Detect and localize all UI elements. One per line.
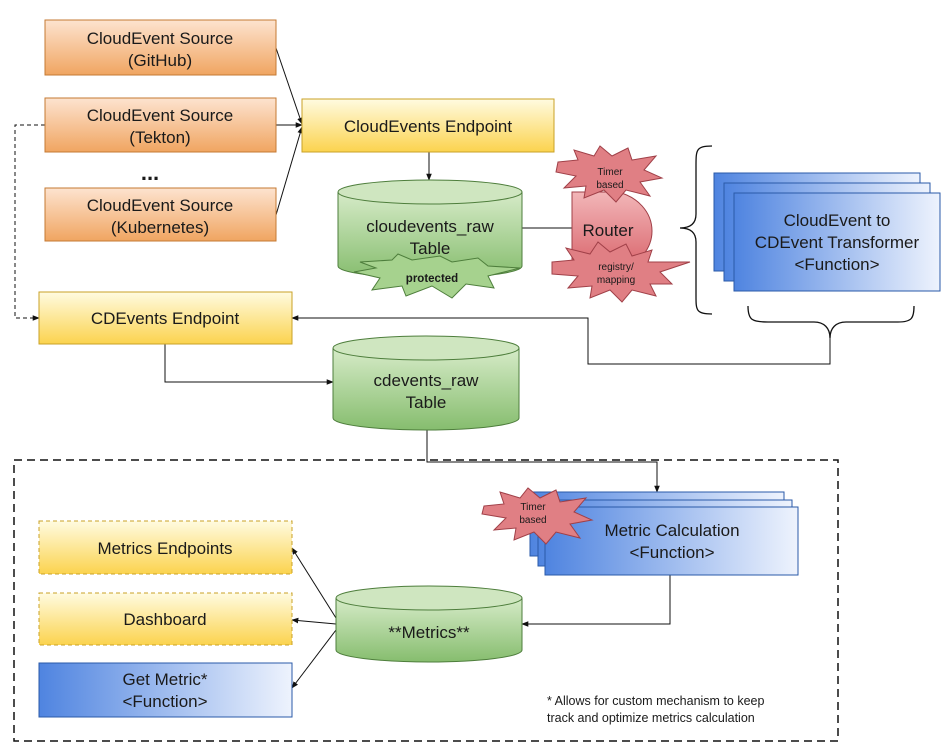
source-kubernetes: CloudEvent Source (Kubernetes) xyxy=(44,187,277,242)
router-timer-burst: Timer based xyxy=(555,145,664,203)
metric-calc-timer-line1: Timer xyxy=(520,502,546,513)
arrow-metrics-to-dashboard xyxy=(291,617,337,625)
source-kubernetes-subtitle: (Kubernetes) xyxy=(111,218,209,237)
protected-badge-label: protected xyxy=(406,273,458,285)
cdevents-endpoint-label: CDEvents Endpoint xyxy=(91,309,240,328)
metrics-region-border xyxy=(13,459,839,742)
metrics-endpoints: Metrics Endpoints xyxy=(38,520,293,575)
cdevents-raw-subtitle: Table xyxy=(406,393,447,412)
dashed-tekton-to-cdevents-endpoint xyxy=(14,124,45,321)
source-tekton: CloudEvent Source (Tekton) xyxy=(44,97,277,153)
metrics-table-label: **Metrics** xyxy=(388,623,470,642)
transformer-left-brace xyxy=(679,145,713,315)
transformer-bottom-brace xyxy=(747,305,915,339)
arrow-cdevents-raw-to-metric-calc xyxy=(426,430,660,493)
transformer-line2: CDEvent Transformer xyxy=(755,233,920,252)
transformer-line1: CloudEvent to xyxy=(784,211,891,230)
router-label: Router xyxy=(582,221,633,240)
router-registry-line2: mapping xyxy=(597,275,635,286)
source-github-title: CloudEvent Source xyxy=(87,29,233,48)
arrow-cdevents-endpoint-to-cdevents-raw xyxy=(164,344,334,385)
router-timer-line1: Timer xyxy=(597,167,623,178)
cloudevents-endpoint-label: CloudEvents Endpoint xyxy=(344,117,513,136)
metric-calc-timer-burst: Timer based xyxy=(481,487,594,545)
connectors xyxy=(14,47,831,689)
metrics-table: **Metrics** xyxy=(335,585,523,663)
cdevents-endpoint: CDEvents Endpoint xyxy=(38,291,293,345)
dashboard-label: Dashboard xyxy=(123,610,206,629)
get-metric-function: Get Metric* <Function> xyxy=(38,662,293,718)
get-metric-line1: Get Metric* xyxy=(122,670,207,689)
arrow-github-to-cloudevents-endpoint xyxy=(275,47,303,125)
cdevents-raw-table: cdevents_raw Table xyxy=(332,335,520,431)
source-kubernetes-title: CloudEvent Source xyxy=(87,196,233,215)
router-registry-line1: registry/ xyxy=(598,262,634,273)
footnote-line2: track and optimize metrics calculation xyxy=(547,711,755,725)
arrow-transformer-to-cdevents-endpoint xyxy=(291,315,831,365)
metric-calc-line1: Metric Calculation xyxy=(604,521,739,540)
get-metric-line2: <Function> xyxy=(122,692,207,711)
cloudevents-raw-title: cloudevents_raw xyxy=(366,217,494,236)
router-timer-line2: based xyxy=(596,180,623,191)
arrow-metrics-to-metrics-endpoints xyxy=(291,547,337,619)
cdevents-raw-title: cdevents_raw xyxy=(374,371,480,390)
metric-calc-timer-line2: based xyxy=(519,515,546,526)
metric-calc-line2: <Function> xyxy=(629,543,714,562)
protected-badge: protected xyxy=(353,253,521,299)
arrow-kubernetes-to-cloudevents-endpoint xyxy=(275,126,303,216)
metrics-endpoints-label: Metrics Endpoints xyxy=(97,539,232,558)
sources-ellipsis: ... xyxy=(141,160,159,185)
cloudevents-endpoint: CloudEvents Endpoint xyxy=(301,98,555,153)
dashboard: Dashboard xyxy=(38,592,293,646)
source-tekton-subtitle: (Tekton) xyxy=(129,128,190,147)
cloudevents-raw-subtitle: Table xyxy=(410,239,451,258)
cloudevents-raw-table: cloudevents_raw Table xyxy=(337,179,523,279)
source-github: CloudEvent Source (GitHub) xyxy=(44,19,277,76)
footnote-line1: * Allows for custom mechanism to keep xyxy=(547,694,764,708)
arrow-metric-calc-to-metrics xyxy=(521,575,671,627)
arrow-metrics-to-get-metric xyxy=(291,629,337,689)
router-registry-burst: registry/ mapping xyxy=(551,241,691,303)
transformer-line3: <Function> xyxy=(794,255,879,274)
source-github-subtitle: (GitHub) xyxy=(128,51,192,70)
source-tekton-title: CloudEvent Source xyxy=(87,106,233,125)
transformer-stack: CloudEvent to CDEvent Transformer <Funct… xyxy=(713,172,941,292)
